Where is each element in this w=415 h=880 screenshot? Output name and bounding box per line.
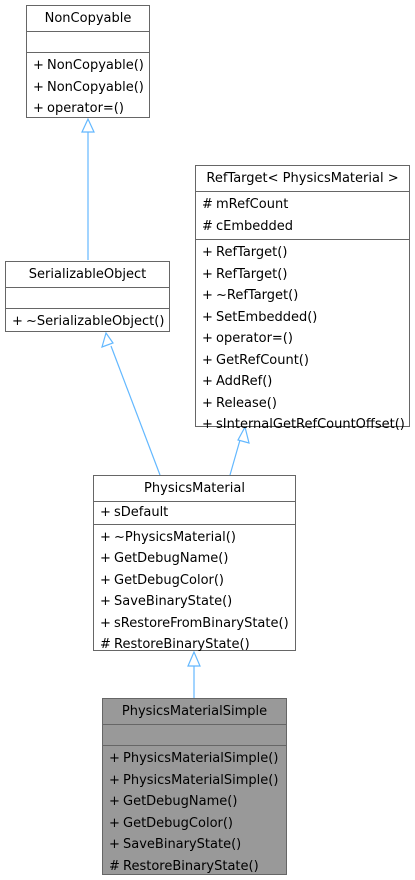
method-row: +~PhysicsMaterial() xyxy=(100,529,236,545)
method-row: +NonCopyable() xyxy=(33,79,144,95)
class-title: NonCopyable xyxy=(27,6,149,32)
class-noncopyable[interactable]: NonCopyable +NonCopyable() +NonCopyable(… xyxy=(26,5,150,118)
edge-physicsmaterial-to-serializable xyxy=(110,345,161,476)
attributes-section xyxy=(6,288,169,309)
attributes-section xyxy=(103,725,286,746)
method-row: +Release() xyxy=(202,395,277,411)
class-title: PhysicsMaterial xyxy=(94,476,295,502)
class-title: PhysicsMaterialSimple xyxy=(103,699,286,725)
method-row: +sRestoreFromBinaryState() xyxy=(100,615,289,631)
attributes-section: #mRefCount #cEmbedded xyxy=(196,192,409,240)
attributes-section: +sDefault xyxy=(94,502,295,525)
attribute-row: +sDefault xyxy=(100,505,169,520)
attributes-section xyxy=(27,32,149,53)
methods-section: +PhysicsMaterialSimple() +PhysicsMateria… xyxy=(103,746,286,879)
method-row: +RefTarget() xyxy=(202,266,288,282)
class-serializableobject[interactable]: SerializableObject +~SerializableObject(… xyxy=(5,261,170,332)
method-row: +SetEmbedded() xyxy=(202,309,318,325)
method-row: +NonCopyable() xyxy=(33,58,144,73)
method-row: #RestoreBinaryState() xyxy=(109,858,259,874)
methods-section: +NonCopyable() +NonCopyable() +operator=… xyxy=(27,53,149,122)
arrowhead-serializable xyxy=(101,331,114,348)
class-title: SerializableObject xyxy=(6,262,169,288)
method-row: +~SerializableObject() xyxy=(12,314,165,329)
arrowhead-reftarget xyxy=(237,425,250,444)
method-row: +operator=() xyxy=(33,101,124,116)
attribute-row: #mRefCount xyxy=(202,197,289,212)
attribute-row: #cEmbedded xyxy=(202,218,294,234)
method-row: #RestoreBinaryState() xyxy=(100,637,250,652)
edge-physicsmaterial-to-reftarget xyxy=(229,439,241,476)
method-row: +~RefTarget() xyxy=(202,288,299,303)
method-row: +GetDebugColor() xyxy=(109,815,234,831)
method-row: +RefTarget() xyxy=(202,245,288,260)
method-row: +PhysicsMaterialSimple() xyxy=(109,751,279,766)
method-row: +SaveBinaryState() xyxy=(109,837,242,852)
method-row: +GetDebugName() xyxy=(100,551,229,566)
arrowhead-noncopyable xyxy=(81,117,95,133)
methods-section: +~SerializableObject() xyxy=(6,309,169,335)
arrowhead-physicsmaterial xyxy=(187,650,201,667)
method-row: +sInternalGetRefCountOffset() xyxy=(202,417,405,432)
method-row: +SaveBinaryState() xyxy=(100,594,233,609)
methods-section: +~PhysicsMaterial() +GetDebugName() +Get… xyxy=(94,525,295,658)
class-physicsmaterialsimple[interactable]: PhysicsMaterialSimple +PhysicsMaterialSi… xyxy=(102,698,287,875)
method-row: +GetDebugColor() xyxy=(100,572,225,588)
method-row: +PhysicsMaterialSimple() xyxy=(109,772,279,788)
method-row: +operator=() xyxy=(202,331,293,346)
class-title: RefTarget< PhysicsMaterial > xyxy=(196,166,409,192)
class-reftarget[interactable]: RefTarget< PhysicsMaterial > #mRefCount … xyxy=(195,165,410,432)
methods-section: +RefTarget() +RefTarget() +~RefTarget() … xyxy=(196,240,409,438)
method-row: +AddRef() xyxy=(202,374,273,389)
method-row: +GetRefCount() xyxy=(202,352,309,368)
class-physicsmaterial[interactable]: PhysicsMaterial +sDefault +~PhysicsMater… xyxy=(93,475,296,652)
method-row: +GetDebugName() xyxy=(109,794,238,809)
